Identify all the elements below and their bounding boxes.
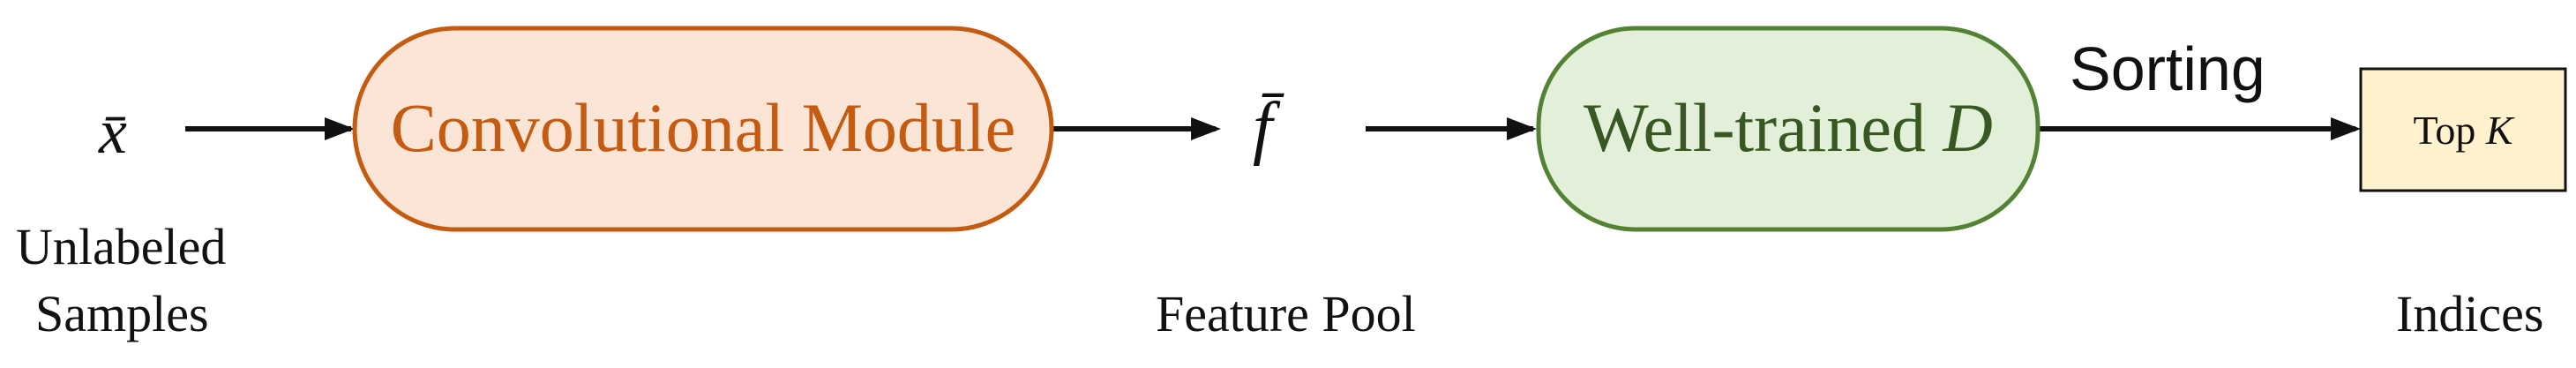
topk-label: Top K <box>2413 107 2513 153</box>
arrowhead-conv-to-feature <box>1191 117 1221 140</box>
arrowhead-disc-to-topk <box>2331 117 2361 140</box>
arrowhead-input-to-conv <box>325 117 355 140</box>
conv-module-box <box>352 26 1054 232</box>
output-caption: Indices <box>2396 285 2544 342</box>
input-symbol: x̄ <box>99 96 127 167</box>
input-caption-line1: Unlabeled <box>16 218 227 275</box>
arrowhead-feature-to-disc <box>1507 117 1537 140</box>
discriminator-label: Well-trained D <box>1584 89 1993 166</box>
input-caption-line2: Samples <box>35 285 209 342</box>
conv-module-label: Convolutional Module <box>390 89 1016 166</box>
feature-caption: Feature Pool <box>1156 285 1416 342</box>
discriminator-box <box>1536 26 2041 232</box>
sorting-label: Sorting <box>2070 34 2265 103</box>
feature-symbol: f̄ <box>1253 89 1273 167</box>
topk-box <box>2359 67 2567 192</box>
